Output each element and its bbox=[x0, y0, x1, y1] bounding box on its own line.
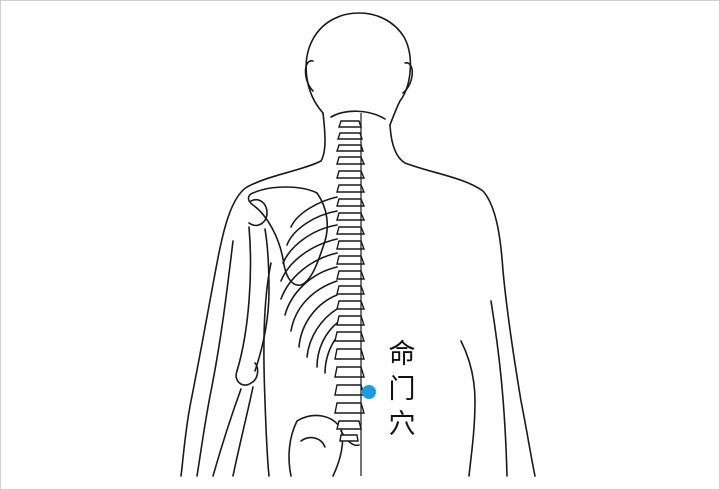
acupoint-label-char-3: 穴 bbox=[388, 409, 416, 440]
spine bbox=[334, 120, 366, 442]
left-arm-inner bbox=[263, 262, 272, 477]
rib-cage bbox=[280, 196, 338, 374]
left-ear-outline bbox=[304, 60, 314, 92]
left-forearm bbox=[212, 386, 254, 477]
head-outline bbox=[305, 12, 412, 126]
right-ear-outline bbox=[402, 62, 414, 94]
body-outline-left bbox=[180, 112, 326, 477]
left-elbow bbox=[235, 362, 259, 386]
pelvis bbox=[288, 414, 344, 477]
left-scapula bbox=[247, 186, 329, 286]
left-shoulder-joint bbox=[248, 198, 268, 227]
right-torso-line bbox=[460, 340, 476, 477]
left-arm-outer-2 bbox=[196, 240, 234, 477]
body-outline-right bbox=[389, 124, 536, 477]
right-arm-inner bbox=[490, 300, 508, 477]
left-humerus bbox=[236, 226, 270, 372]
acupoint-label-char-2: 门 bbox=[388, 374, 416, 405]
acupoint-marker bbox=[362, 385, 376, 399]
nape-line bbox=[330, 110, 386, 120]
acupoint-label-char-1: 命 bbox=[388, 339, 416, 370]
acupoint-label: 命 门 穴 bbox=[384, 337, 420, 442]
sacrum bbox=[340, 430, 360, 447]
